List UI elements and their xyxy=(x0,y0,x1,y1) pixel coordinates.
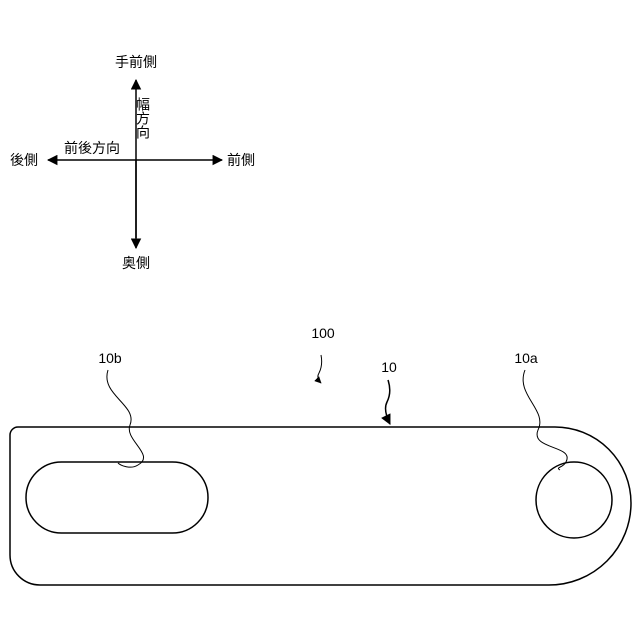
label-bottom: 奥側 xyxy=(122,255,150,272)
ref-10a: 10a xyxy=(514,350,538,366)
ref-10: 10 xyxy=(381,359,397,375)
ref-10b-leader xyxy=(107,370,144,467)
label-vertical-axis: 幅方向 xyxy=(134,97,150,139)
label-right: 前側 xyxy=(227,152,255,169)
ref-10b: 10b xyxy=(98,350,122,366)
label-top: 手前側 xyxy=(115,54,157,71)
direction-indicator: 手前側 奥側 後側 前側 前後方向 幅方向 xyxy=(10,54,255,272)
ref-10a-leader xyxy=(523,370,567,470)
ref-10-leader xyxy=(386,380,390,424)
round-hole xyxy=(536,462,612,538)
plate-outline xyxy=(10,427,631,585)
ref-100-leader xyxy=(318,355,322,383)
slot-hole xyxy=(26,462,208,533)
label-horizontal-axis: 前後方向 xyxy=(64,140,120,157)
ref-100: 100 xyxy=(311,325,335,341)
label-left: 後側 xyxy=(10,153,38,169)
